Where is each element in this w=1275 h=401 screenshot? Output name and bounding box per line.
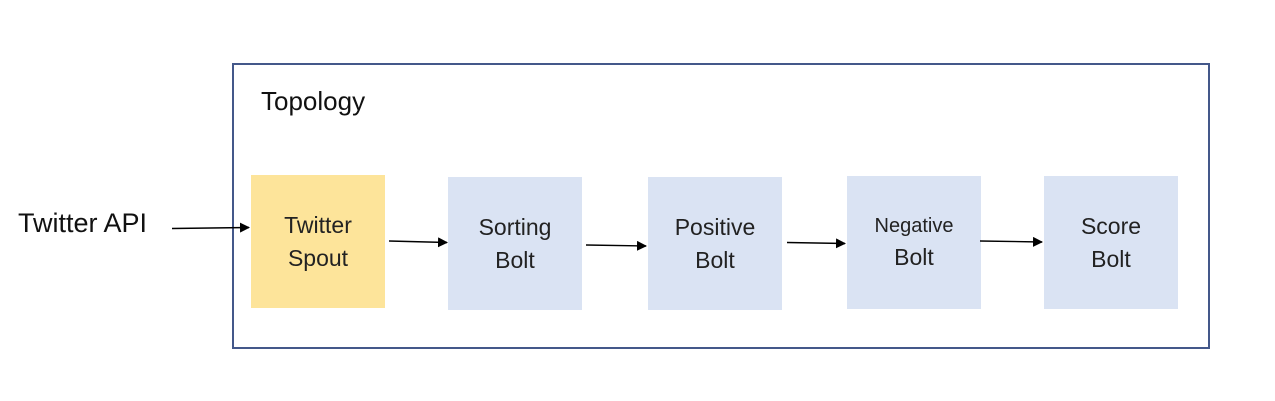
topology-container bbox=[232, 63, 1210, 349]
positive-bolt-node: Positive Bolt bbox=[648, 177, 782, 310]
node-label-line2: Bolt bbox=[1091, 245, 1131, 272]
arrow-api-to-spout bbox=[171, 222, 250, 233]
node-label-line2: Bolt bbox=[495, 246, 535, 273]
twitter-spout-node: Twitter Spout bbox=[251, 175, 385, 308]
node-label-line2: Bolt bbox=[894, 244, 934, 270]
arrow-sorting-to-positive bbox=[585, 240, 647, 251]
node-label-line1: Negative bbox=[874, 215, 954, 237]
twitter-api-label: Twitter API bbox=[18, 208, 148, 238]
node-label-line1: Score bbox=[1080, 212, 1142, 239]
node-label-line2: Spout bbox=[287, 244, 349, 271]
node-label-line2: Bolt bbox=[695, 246, 735, 273]
topology-title: Topology bbox=[261, 86, 366, 116]
arrow-negative-to-score bbox=[979, 236, 1043, 247]
node-label-line1: Positive bbox=[674, 213, 756, 240]
arrow-spout-to-sorting bbox=[388, 237, 448, 248]
node-label-line1: Sorting bbox=[478, 213, 552, 240]
node-label-line1: Twitter bbox=[284, 211, 352, 238]
negative-bolt-node: Negative Bolt bbox=[847, 176, 981, 309]
sorting-bolt-node: Sorting Bolt bbox=[448, 177, 582, 310]
score-bolt-node: Score Bolt bbox=[1044, 176, 1178, 309]
arrow-positive-to-negative bbox=[786, 238, 846, 249]
